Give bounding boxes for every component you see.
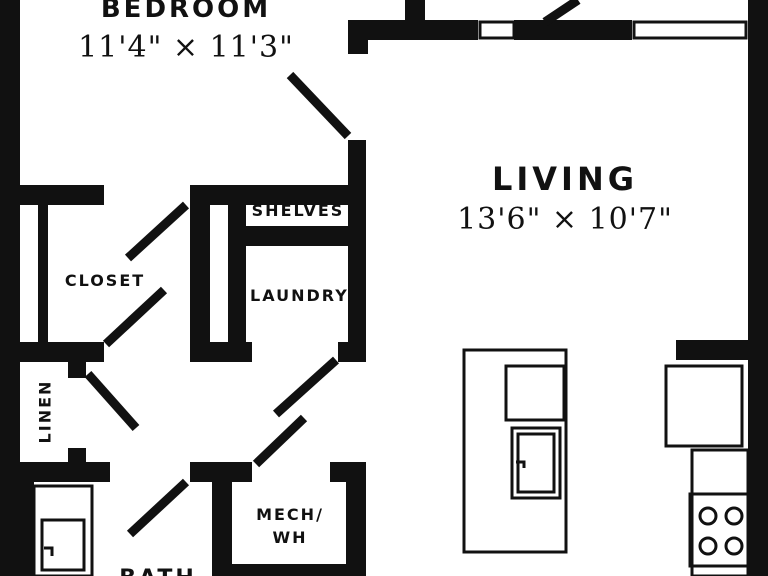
door-top <box>542 0 581 26</box>
door-bedroom <box>286 71 352 140</box>
wall-linen-bottom-stub <box>68 448 86 464</box>
vanity-faucet <box>44 546 54 556</box>
island-outline <box>462 348 568 554</box>
wall-mech-top-left <box>190 462 252 482</box>
wall-kitchen-stub <box>676 340 748 360</box>
wall-closet-top-left <box>20 185 104 205</box>
wall-bath-left-thick <box>20 482 34 576</box>
sink-icon <box>510 426 562 500</box>
wall-laundry-right-stub <box>338 342 366 362</box>
closet-label: CLOSET <box>64 271 146 290</box>
wall-laundry-inner <box>228 205 246 345</box>
wall-mech-top-right <box>330 462 366 482</box>
wall-closet-left <box>38 205 48 345</box>
sink-outer <box>510 426 562 500</box>
window-top-left <box>478 20 516 40</box>
vanity-outline <box>32 484 94 576</box>
stove-icon <box>688 492 750 568</box>
kitchen-island <box>462 348 568 554</box>
wall-bedroom-living <box>348 140 366 362</box>
wall-laundry-left <box>190 205 210 362</box>
living-dimensions: 13'6" × 10'7" <box>457 202 673 237</box>
sink-faucet <box>516 460 526 468</box>
windows <box>478 20 748 40</box>
wall-mech-right <box>346 482 366 576</box>
wall-mech-bottom <box>232 564 346 576</box>
shelves-label: SHELVES <box>251 201 345 220</box>
island-counter-box <box>504 364 566 422</box>
door-closet-lower <box>102 286 168 348</box>
wall-linen-top-stub <box>68 362 86 378</box>
vanity-basin <box>40 518 86 572</box>
bath-label: BATH <box>108 566 208 576</box>
burner-2 <box>724 506 744 526</box>
mech-label-line2: WH <box>272 528 308 547</box>
wall-mech-left <box>212 482 232 576</box>
burner-3 <box>698 536 718 556</box>
kitchen-counter <box>664 364 750 576</box>
wall-exterior-left <box>0 0 20 576</box>
laundry-label: LAUNDRY <box>250 286 349 305</box>
window-top-right <box>632 20 748 40</box>
wall-top-left <box>348 20 478 40</box>
stove-outline <box>688 492 750 568</box>
refrigerator-icon <box>664 364 744 448</box>
bedroom-dimensions: 11'4" × 11'3" <box>78 30 294 65</box>
linen-label: LINEN <box>35 379 55 444</box>
door-bath <box>126 478 190 538</box>
wall-exterior-right <box>748 0 768 576</box>
door-linen <box>84 371 140 431</box>
bath-sink-icon <box>32 484 94 576</box>
wall-shelves-bottom <box>246 226 348 246</box>
mech-label-line1: MECH/ <box>256 505 324 524</box>
burner-4 <box>724 536 744 556</box>
living-label: LIVING <box>491 160 638 198</box>
door-mech <box>252 414 308 468</box>
doors <box>84 0 581 538</box>
wall-top-stub <box>405 0 425 20</box>
burner-1 <box>698 506 718 526</box>
wall-closet-top-right <box>190 185 348 205</box>
bedroom-label: BEDROOM <box>100 0 272 24</box>
door-laundry <box>272 356 340 418</box>
wall-bath-top <box>20 462 110 482</box>
wall-top-middle <box>514 20 632 40</box>
wall-closet-bottom <box>20 342 104 362</box>
wall-laundry-bottom <box>190 342 252 362</box>
door-closet-upper <box>124 201 190 262</box>
